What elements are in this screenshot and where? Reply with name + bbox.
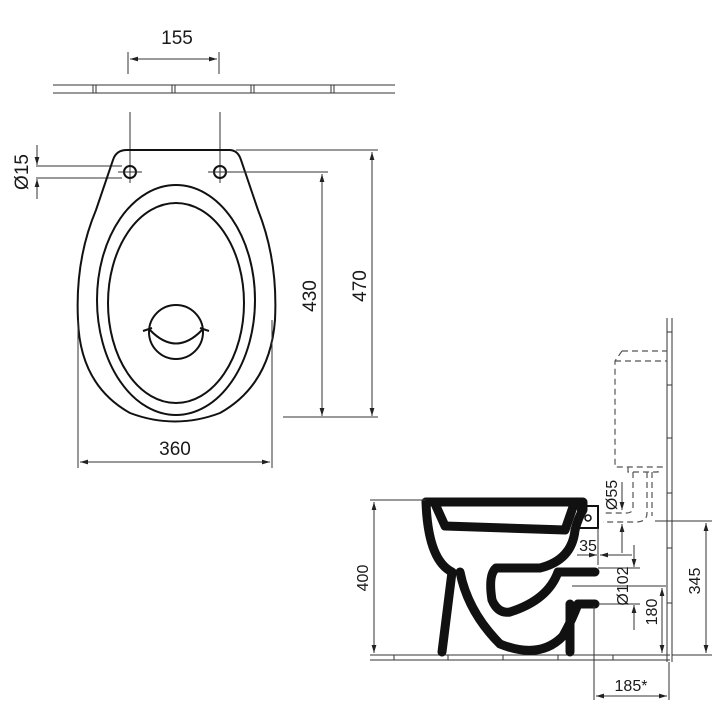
- cistern-dashed: [603, 350, 667, 523]
- side-view: 400 Ø55 35 Ø102 180: [355, 318, 712, 700]
- dim-180-label: 180: [644, 599, 661, 626]
- dim-400-label: 400: [355, 565, 372, 592]
- bowl-side-section: [421, 497, 600, 657]
- dimension-inlet-height: 345: [655, 520, 712, 656]
- dimension-470: 470: [236, 149, 378, 418]
- dimension-bolt-hole: Ø15: [12, 145, 122, 199]
- wall-strip-top: [53, 84, 395, 94]
- floor-side: [370, 654, 670, 661]
- dim-345-label: 345: [687, 568, 704, 595]
- bowl-top-outline: [76, 149, 277, 423]
- dim-o15-label: Ø15: [12, 154, 33, 190]
- dimension-inlet-offset: 35: [577, 528, 632, 565]
- dimension-outlet-height: 180: [572, 585, 666, 653]
- dimension-bolt-spacing: 155: [127, 28, 220, 74]
- dimension-inlet-diameter: Ø55: [604, 480, 625, 553]
- dimension-outlet-diameter: Ø102: [598, 545, 640, 630]
- dim-470-label: 470: [350, 270, 371, 302]
- wall-side: [666, 318, 673, 662]
- dimension-360: 360: [77, 320, 273, 468]
- dimension-430: 430: [226, 171, 328, 416]
- dim-o55-label: Ø55: [604, 480, 621, 510]
- dim-155-label: 155: [161, 28, 193, 49]
- dim-430-label: 430: [300, 280, 321, 312]
- top-view: 155 Ø15: [12, 28, 395, 468]
- dim-185-label: 185*: [615, 678, 648, 695]
- dim-360-label: 360: [159, 439, 191, 460]
- dim-35-label: 35: [579, 538, 597, 555]
- dimension-wall-distance: 185*: [593, 606, 670, 700]
- dimension-400: 400: [355, 499, 426, 653]
